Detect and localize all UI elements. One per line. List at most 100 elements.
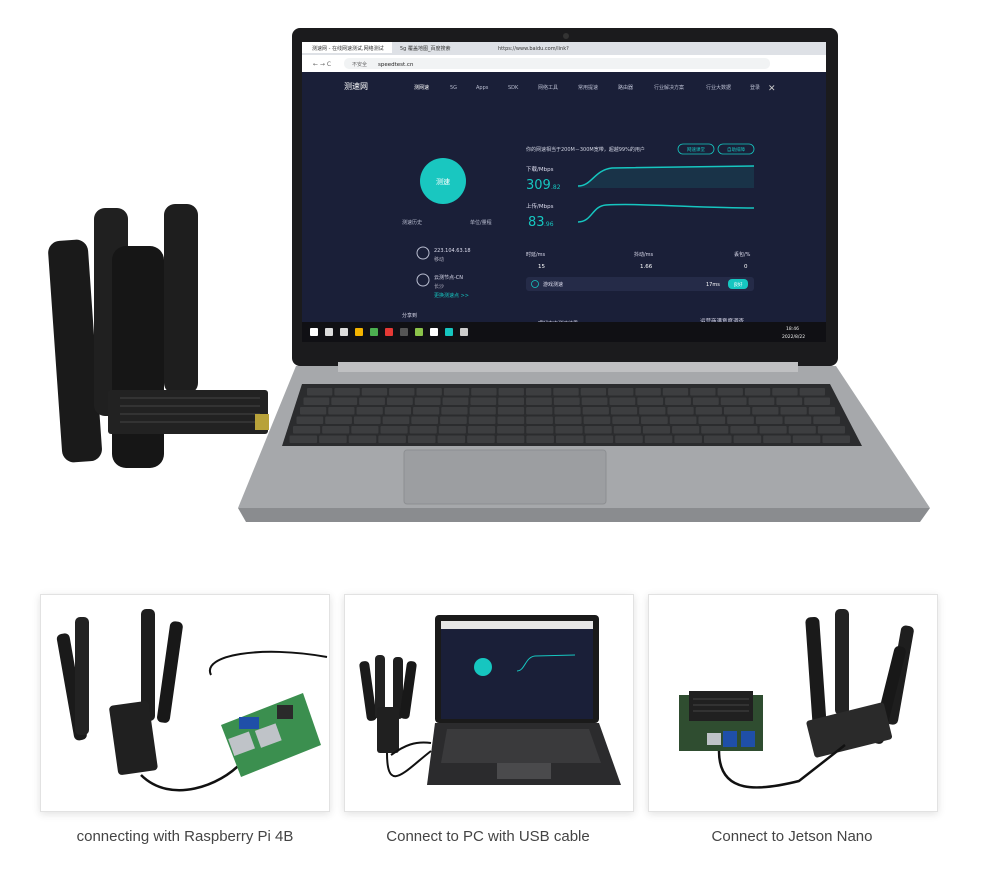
keyboard-key [759,426,787,434]
taskbar-app-icon[interactable] [460,328,468,336]
taskbar-app-icon[interactable] [445,328,453,336]
site-nav-item[interactable]: Apps [476,85,489,91]
site-nav-item[interactable]: 网络工具 [538,84,558,91]
keyboard-key [296,416,324,424]
keyboard-key [293,426,321,434]
card-pc [344,594,634,812]
site-brand[interactable]: 测速网 [344,82,368,91]
antenna [112,246,164,468]
survey-link[interactable]: 运营商满意度调查 [700,317,745,325]
upload-value: 83 [528,215,545,230]
keyboard-key [416,388,442,396]
antenna [48,239,102,463]
keyboard-key [348,435,377,443]
keyboard-key [497,416,525,424]
keyboard-key [610,407,638,415]
history-link[interactable]: 测速历史 [402,219,422,226]
keyboard-key [440,416,467,424]
security-label: 不安全 [352,61,367,68]
keyboard-key [325,416,352,424]
keyboard-key [690,388,716,396]
taskbar-app-icon[interactable] [430,328,438,336]
carrier: 移动 [434,256,444,263]
keyboard-key [497,426,525,434]
latency-value: 15 [538,264,545,270]
browser-tab[interactable]: https://www.baidu.com/link? [498,46,569,52]
summary-button[interactable]: 网速课堂 [687,146,705,153]
download-decimal: .82 [551,184,561,191]
keyboard-key [639,407,666,415]
keyboard-key [635,388,661,396]
site-nav-item[interactable]: 行业解决方案 [654,84,684,91]
keyboard-key [581,397,608,405]
url-text[interactable]: speedtest.cn [378,62,414,68]
taskbar-app-icon[interactable] [370,328,378,336]
keyboard-key [720,397,747,405]
keyboard-key [361,388,388,396]
keyboard-key [763,435,791,443]
keyboard-key [585,435,614,443]
start-menu-icon[interactable] [310,328,318,336]
keyboard-key [319,435,347,443]
site-nav-item[interactable]: 5G [450,85,457,91]
keyboard-key [300,407,327,415]
keyboard-key [608,388,634,396]
taskbar-app-icon[interactable] [400,328,408,336]
site-nav-item[interactable]: 测网速 [414,84,429,91]
game-test-label: 游戏测速 [543,281,563,288]
site-nav-item[interactable]: 行业大数据 [706,84,731,91]
keyboard-key [307,388,333,396]
keyboard-key [727,416,754,424]
share-label: 分享到 [402,312,417,319]
taskbar-time: 18:46 [786,326,799,332]
site-nav-item[interactable]: 常用提速 [578,84,598,91]
keyboard-key [497,407,525,415]
summary-button[interactable]: 自助排障 [727,146,745,153]
keyboard-key [389,388,415,396]
keyboard-key [788,426,816,434]
card-jetson-nano [648,594,938,812]
keyboard-key [289,435,318,443]
keyboard-key [701,426,729,434]
keyboard-key [730,426,758,434]
keyboard-key [822,435,850,443]
taskbar-app-icon[interactable] [355,328,363,336]
keyboard-key [470,397,497,405]
keyboard-key [698,416,726,424]
site-nav-item[interactable]: SDK [508,85,519,91]
keyboard-key [328,407,355,415]
keyboard-key [353,416,381,424]
unit-link[interactable]: 单位/量程 [470,219,492,226]
browser-tab[interactable]: 5g 覆盖地图_百度搜索 [400,45,450,52]
keyboard-key [609,397,636,405]
taskbar-app-icon[interactable] [385,328,393,336]
keyboard-key [471,388,497,396]
keyboard-key [776,397,803,405]
keyboard-key [443,388,470,396]
browser-tab[interactable]: 测速网 - 在线网速测试,网络测试 [312,45,384,52]
keyboard-key [784,416,812,424]
address-bar[interactable] [344,58,770,69]
keyboard-key [641,416,668,424]
site-nav-item[interactable]: 登录 [750,84,760,91]
back-icon[interactable]: ← → C [313,61,331,68]
keyboard-key [526,426,554,434]
keyboard-key [469,407,496,415]
download-label: 下载/Mbps [526,165,554,173]
ip-address: 223.104.63.18 [434,248,471,254]
keyboard-key [692,397,719,405]
keyboard-key [642,426,671,434]
change-node-link[interactable]: 更换测速点 >> [434,292,469,299]
keyboard-key [717,388,743,396]
game-test-row[interactable] [526,277,754,291]
taskbar-app-icon[interactable] [340,328,348,336]
keyboard-key [554,416,582,424]
taskbar-app-icon[interactable] [325,328,333,336]
site-nav-item[interactable]: 路由器 [618,84,633,91]
keyboard-key [748,397,775,405]
close-icon[interactable]: ✕ [768,84,776,94]
taskbar-date: 2022/8/22 [782,334,805,340]
keyboard-key [380,426,408,434]
taskbar-app-icon[interactable] [415,328,423,336]
start-test-button[interactable] [420,158,466,204]
